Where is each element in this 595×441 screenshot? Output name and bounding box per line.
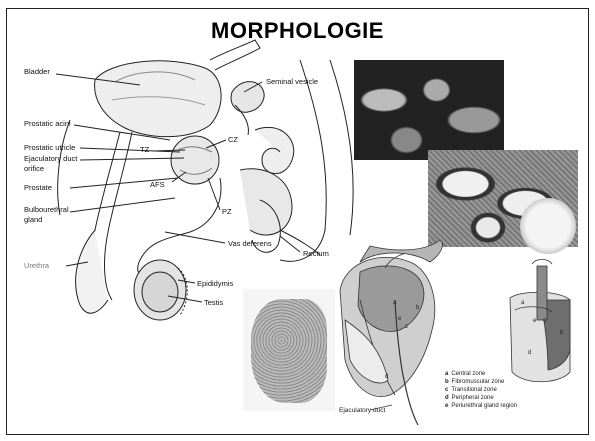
- legend-text: Fibromuscular zone: [452, 379, 505, 385]
- legend-text: Central zone: [451, 371, 485, 377]
- zone-label-d-large: d: [385, 374, 388, 380]
- zone-label-b-small: b: [560, 330, 563, 336]
- legend-letter: a: [445, 371, 448, 377]
- legend-text: Transitional zone: [451, 387, 496, 393]
- legend-text: Peripheral zone: [452, 395, 494, 401]
- zone-label-a-small: a: [521, 300, 524, 306]
- zone-label-b-large: b: [416, 305, 419, 311]
- zone-label-e-large: e: [398, 316, 401, 322]
- legend-letter: c: [445, 387, 448, 393]
- zone-label-a-large: a: [393, 300, 396, 306]
- zone-label-d-small: d: [528, 350, 531, 356]
- legend-letter: d: [445, 395, 449, 401]
- zone-label-c-large: c: [405, 324, 408, 330]
- label-ejaculatory-duct: Ejaculatory duct: [339, 408, 385, 415]
- legend-letter: e: [445, 403, 448, 409]
- zone-label-c-small: c: [543, 318, 546, 324]
- zone-label-e-small: e: [533, 318, 536, 324]
- legend-text: Periurethral gland region: [451, 403, 517, 409]
- legend-letter: b: [445, 379, 449, 385]
